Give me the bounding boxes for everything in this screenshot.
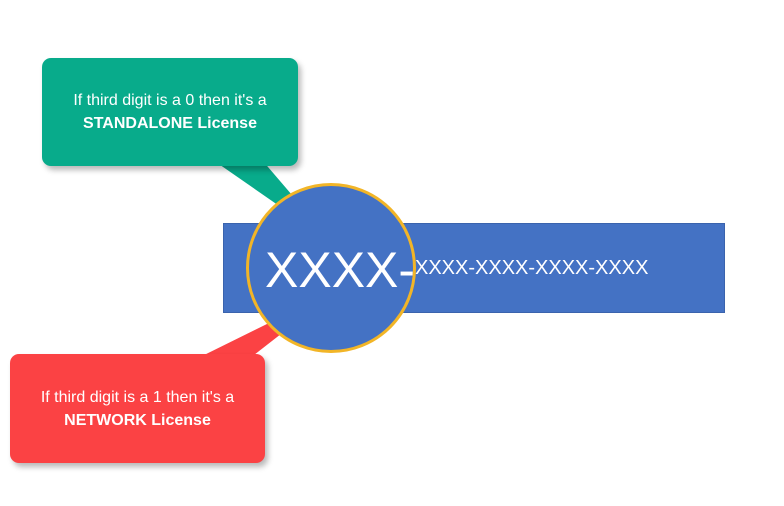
magnifier-circle: XXXX-X [246, 183, 416, 353]
network-callout: If third digit is a 1 then it's a NETWOR… [10, 354, 265, 463]
magnified-license-digits: XXXX-X [265, 242, 416, 298]
network-callout-line1: If third digit is a 1 then it's a [40, 388, 235, 406]
standalone-label: STANDALONE [83, 115, 193, 132]
standalone-callout: If third digit is a 0 then it's a STANDA… [42, 58, 298, 166]
standalone-callout-line2: STANDALONE License [83, 112, 257, 135]
standalone-callout-line1: If third digit is a 0 then it's a [73, 92, 267, 109]
license-key-text: XXXX-XXXX-XXXX-XXXX [415, 257, 649, 279]
standalone-license-word: License [192, 115, 257, 132]
network-license-word: License [146, 411, 211, 429]
network-callout-line2: NETWORK License [64, 409, 211, 432]
network-label: NETWORK [64, 411, 147, 429]
